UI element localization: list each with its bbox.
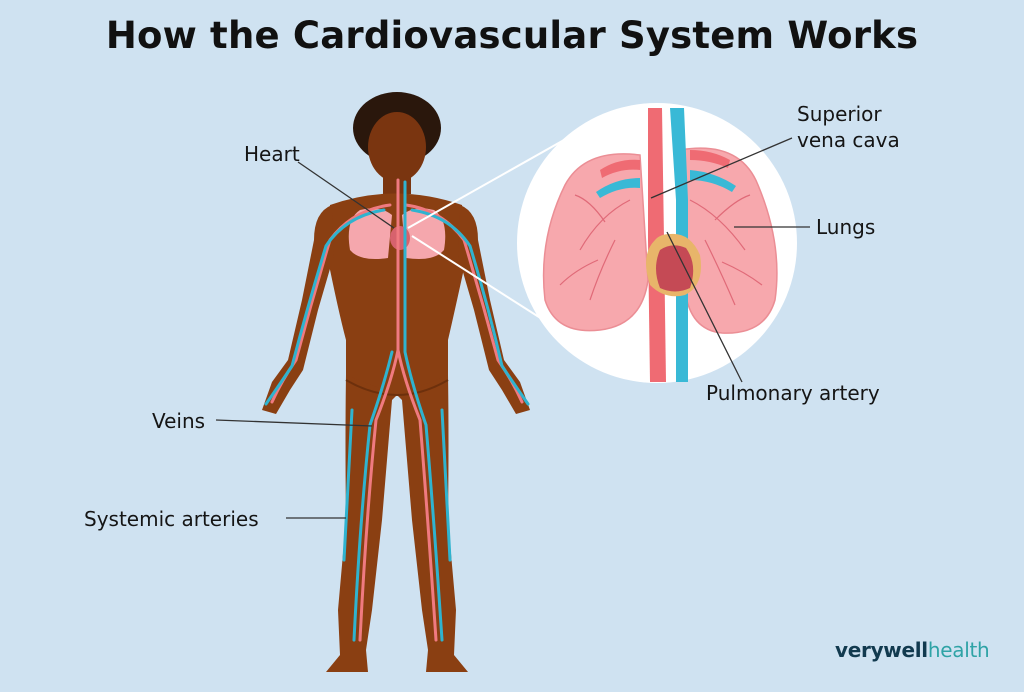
veins-leader xyxy=(215,419,373,427)
head xyxy=(368,112,426,182)
right-arm xyxy=(458,205,530,414)
label-veins: Veins xyxy=(152,409,206,433)
body-right-lung xyxy=(402,208,446,259)
brand-logo: verywellhealth xyxy=(835,638,990,662)
heart-leader xyxy=(297,161,395,229)
brand-part2: health xyxy=(927,638,990,662)
label-pulmonary-artery: Pulmonary artery xyxy=(706,381,880,405)
leader-lines xyxy=(215,137,810,519)
label-lungs: Lungs xyxy=(816,215,876,239)
zoom-bronchi xyxy=(559,194,763,306)
page-title: How the Cardiovascular System Works xyxy=(105,14,919,57)
human-figure xyxy=(262,92,530,672)
zoom-left-lung xyxy=(542,153,649,332)
brand-part1: verywell xyxy=(835,638,928,662)
body-left-lung xyxy=(348,208,392,259)
label-svc-line1: Superior xyxy=(797,102,882,126)
label-superior-vena-cava: Superior vena cava xyxy=(797,101,900,153)
label-systemic-arteries: Systemic arteries xyxy=(84,507,259,531)
arteries xyxy=(270,178,524,642)
label-svc-line2: vena cava xyxy=(797,128,900,152)
veins xyxy=(264,180,530,642)
left-arm xyxy=(262,205,334,414)
svc-leader xyxy=(650,137,793,199)
body-heart xyxy=(390,226,410,250)
pulmonary-leader xyxy=(666,231,743,383)
label-heart: Heart xyxy=(244,142,300,166)
